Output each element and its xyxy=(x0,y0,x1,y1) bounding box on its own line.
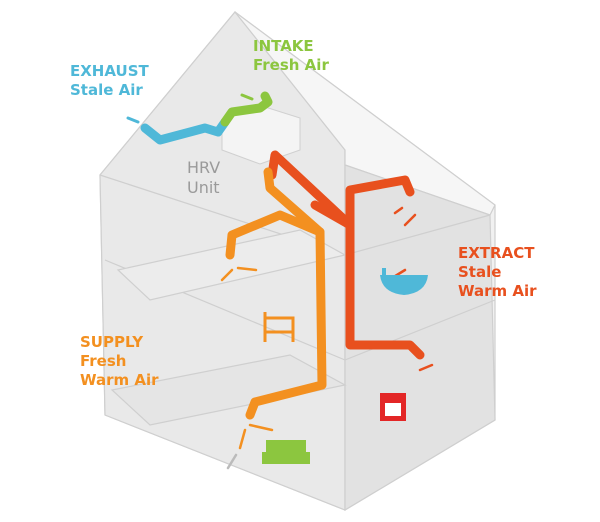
hrv-title: HRV xyxy=(187,158,221,177)
intake-subtitle: Fresh Air xyxy=(253,56,329,74)
intake-duct xyxy=(220,91,273,127)
sofa-icon xyxy=(262,440,310,464)
extract-label: EXTRACT Stale Warm Air xyxy=(458,244,537,301)
hrv-label: HRV Unit xyxy=(187,158,220,198)
extract-line2: Stale xyxy=(458,263,502,281)
intake-title: INTAKE xyxy=(253,37,314,55)
extract-duct xyxy=(267,150,425,360)
intake-arrow-icon xyxy=(240,93,254,101)
supply-duct xyxy=(225,167,327,420)
exhaust-subtitle: Stale Air xyxy=(70,81,143,99)
exhaust-label: EXHAUST Stale Air xyxy=(70,62,149,100)
exhaust-arrow-icon xyxy=(126,116,140,124)
stove-icon xyxy=(380,393,406,421)
supply-line3: Warm Air xyxy=(80,371,159,389)
extract-line3: Warm Air xyxy=(458,282,537,300)
bathtub-icon xyxy=(380,268,428,295)
hrv-subtitle: Unit xyxy=(187,178,220,197)
intake-label: INTAKE Fresh Air xyxy=(253,37,329,75)
supply-label: SUPPLY Fresh Warm Air xyxy=(80,333,159,390)
supply-title: SUPPLY xyxy=(80,333,144,351)
exhaust-duct xyxy=(126,116,230,145)
exhaust-title: EXHAUST xyxy=(70,62,149,80)
house-shell xyxy=(99,11,496,512)
supply-line2: Fresh xyxy=(80,352,127,370)
extract-title: EXTRACT xyxy=(458,244,535,262)
bed-icon xyxy=(263,312,295,342)
